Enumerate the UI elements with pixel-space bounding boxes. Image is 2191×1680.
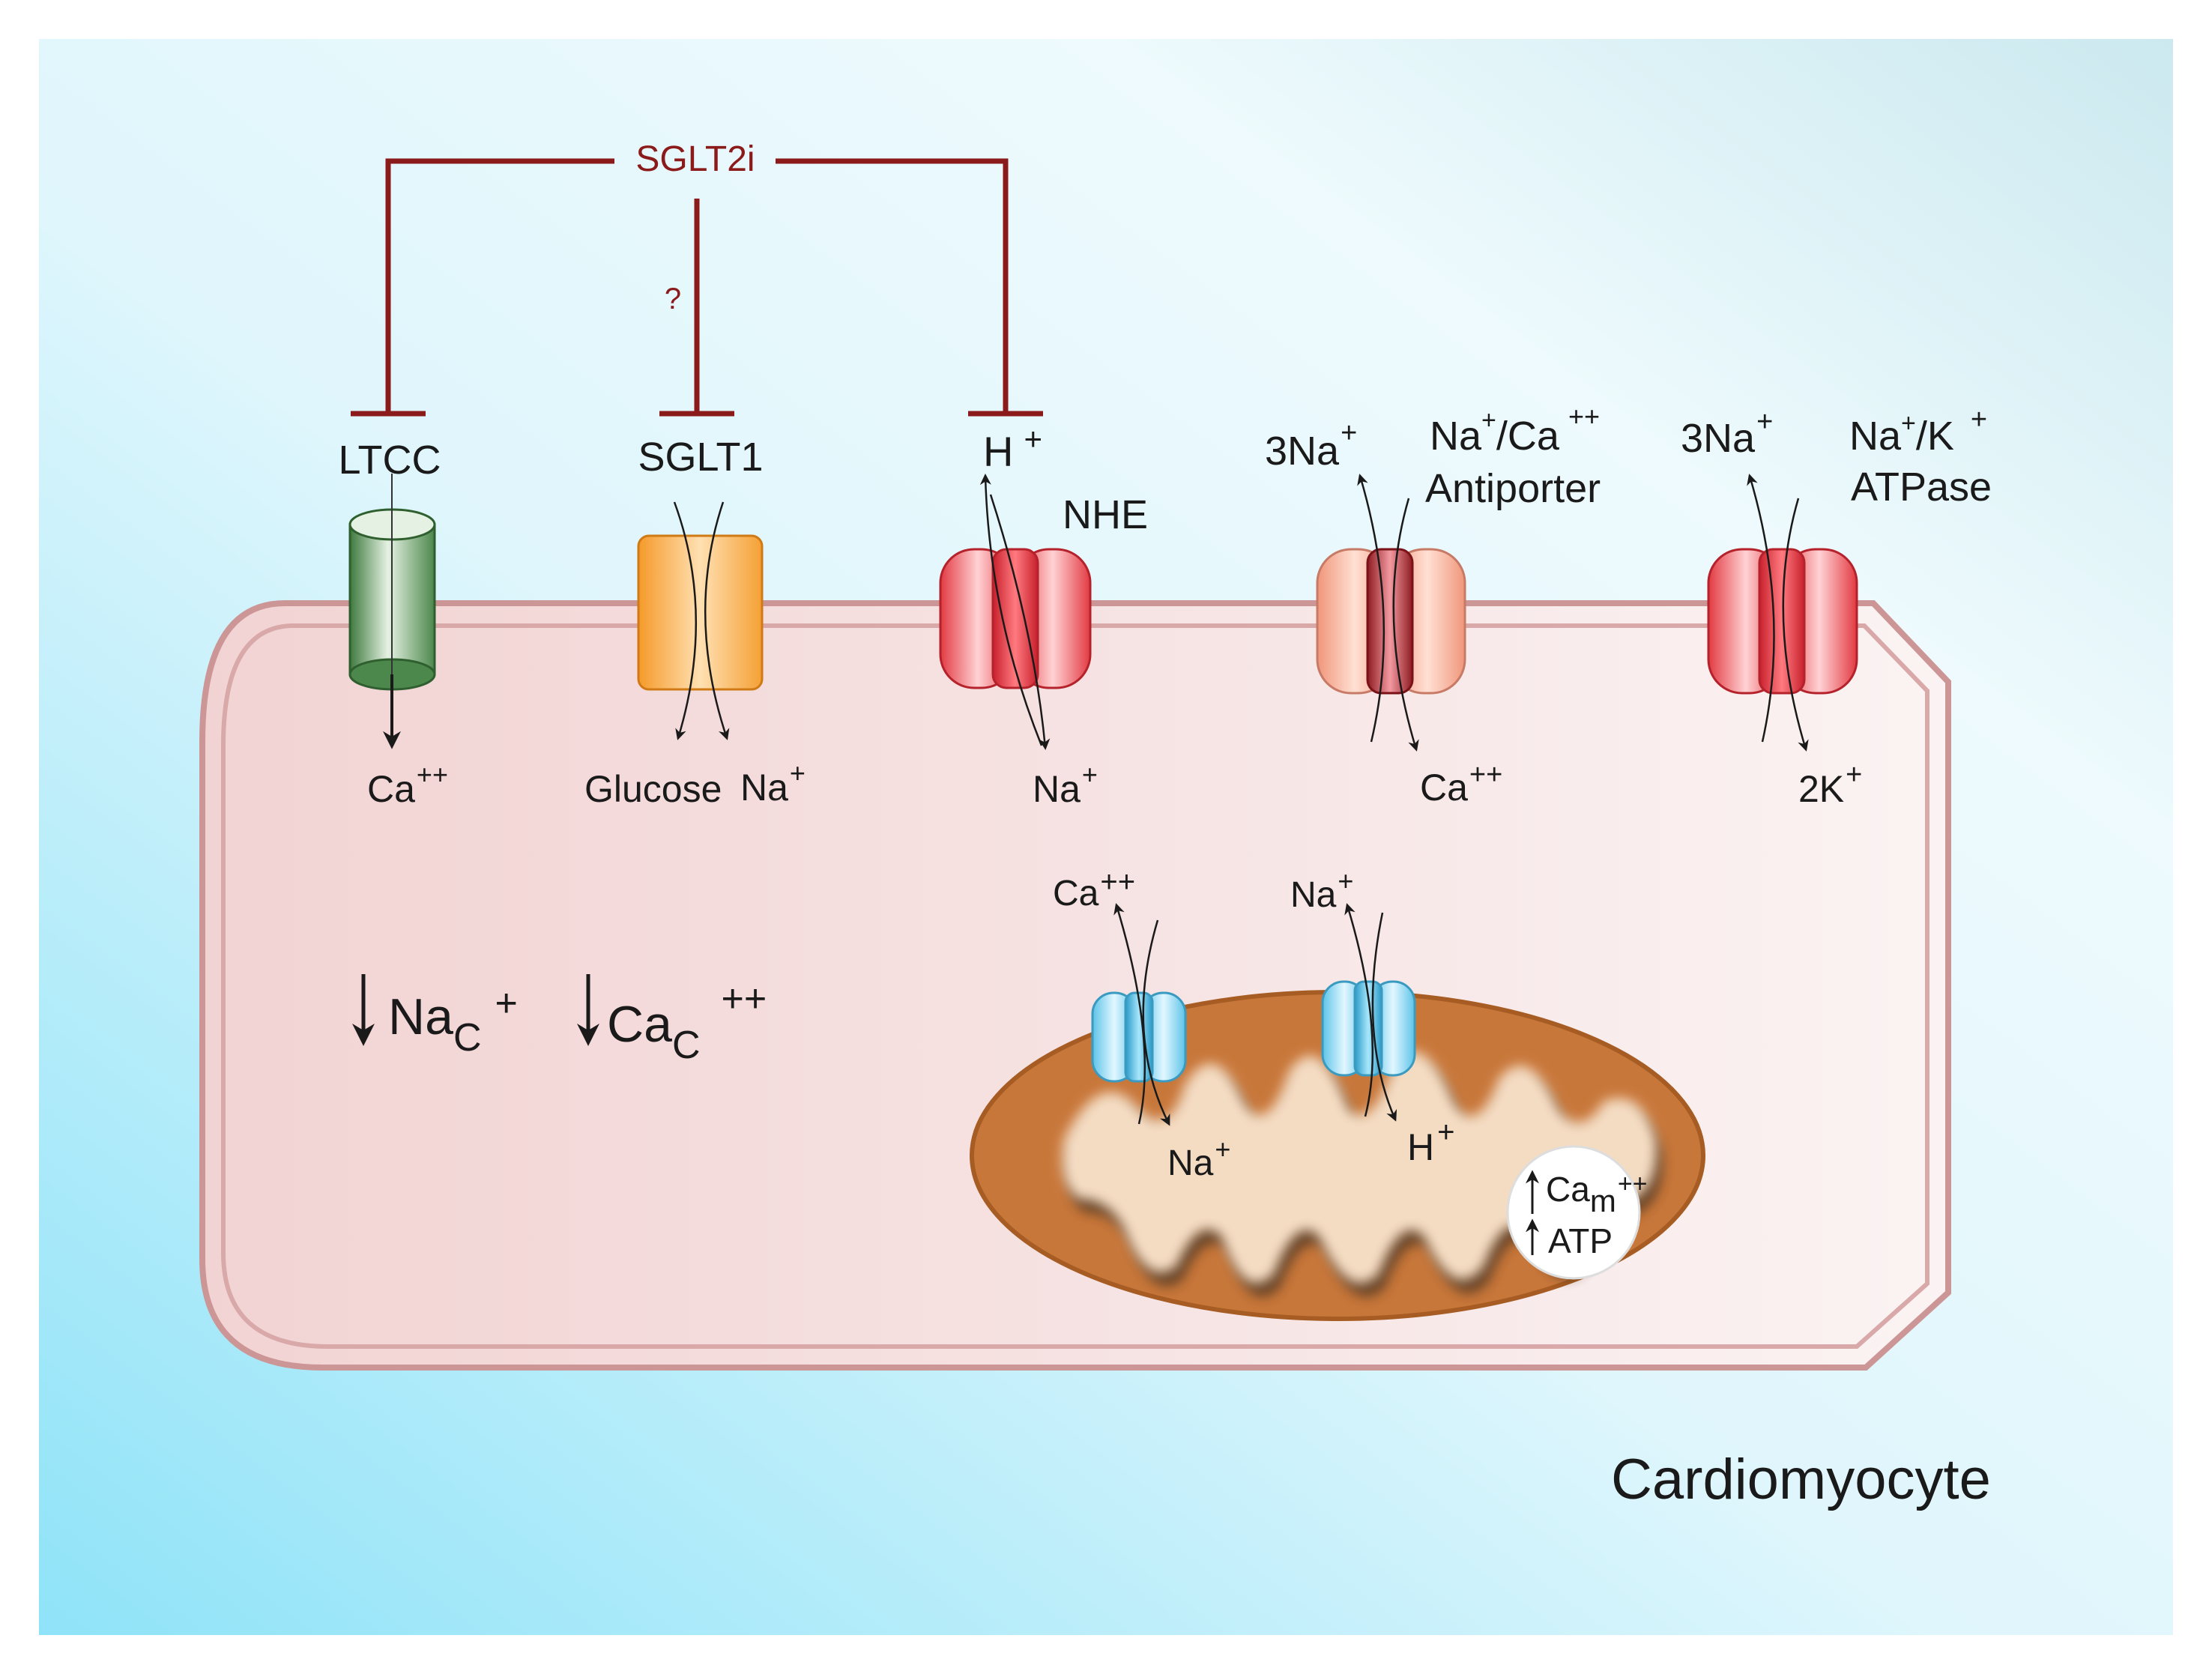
atpase-k-label: 2K+ — [1798, 759, 1862, 810]
nhe-na-label: Na+ — [1033, 759, 1098, 810]
ltcc-label: LTCC — [338, 438, 441, 483]
sglt1-na-label: Na+ — [740, 758, 806, 809]
mito-na-in-label: Na+ — [1167, 1134, 1230, 1183]
cam-label: Cam++ — [1546, 1170, 1648, 1218]
atpase-na-out-label: 3Na+ — [1681, 406, 1773, 461]
mito-na-out-label: Na+ — [1290, 865, 1353, 915]
ltcc-channel — [348, 474, 436, 749]
atpase-name-line2: ATPase — [1851, 465, 1992, 510]
increased-atp-indicator: ATP — [1526, 1218, 1613, 1260]
antiporter-name-line1: Na+/Ca++ — [1430, 401, 1600, 459]
mito-ca-out-label: Ca++ — [1053, 865, 1135, 913]
antiporter-name-line2: Antiporter — [1425, 466, 1601, 511]
na-ca-antiporter — [1316, 474, 1466, 752]
matrix-circle — [1506, 1145, 1641, 1280]
decreased-na-indicator: NaC+ — [352, 974, 518, 1060]
ltcc-ca-label: Ca++ — [367, 759, 448, 810]
nhe-exchanger — [939, 474, 1092, 750]
uncertain-question-mark: ? — [665, 282, 681, 315]
decreased-ca-indicator: CaC++ — [577, 974, 767, 1067]
sglt2i-inhibition-lines — [351, 158, 1043, 417]
sglt1-label: SGLT1 — [638, 435, 763, 480]
increased-cam-indicator: Cam++ — [1526, 1170, 1648, 1218]
glucose-label: Glucose — [584, 768, 722, 810]
cardiomyocyte-label: Cardiomyocyte — [1611, 1448, 1991, 1511]
mito-channel-ca-na — [1091, 903, 1187, 1126]
sglt2i-label: SGLT2i — [635, 139, 755, 179]
antiporter-ca-label: Ca++ — [1420, 759, 1502, 809]
nac-label: NaC+ — [388, 982, 518, 1060]
cac-label: CaC++ — [607, 977, 767, 1067]
na-k-atpase — [1707, 474, 1858, 752]
mito-h-in-label: H+ — [1407, 1116, 1454, 1168]
sglt1-transporter — [637, 501, 764, 740]
mito-channel-na-h — [1321, 903, 1416, 1122]
antiporter-na-out-label: 3Na+ — [1265, 417, 1357, 474]
h-plus-label: H+ — [983, 421, 1042, 475]
atpase-name-line1: Na+/K+ — [1849, 404, 1987, 459]
atp-label: ATP — [1548, 1221, 1613, 1260]
nhe-label: NHE — [1063, 492, 1148, 537]
